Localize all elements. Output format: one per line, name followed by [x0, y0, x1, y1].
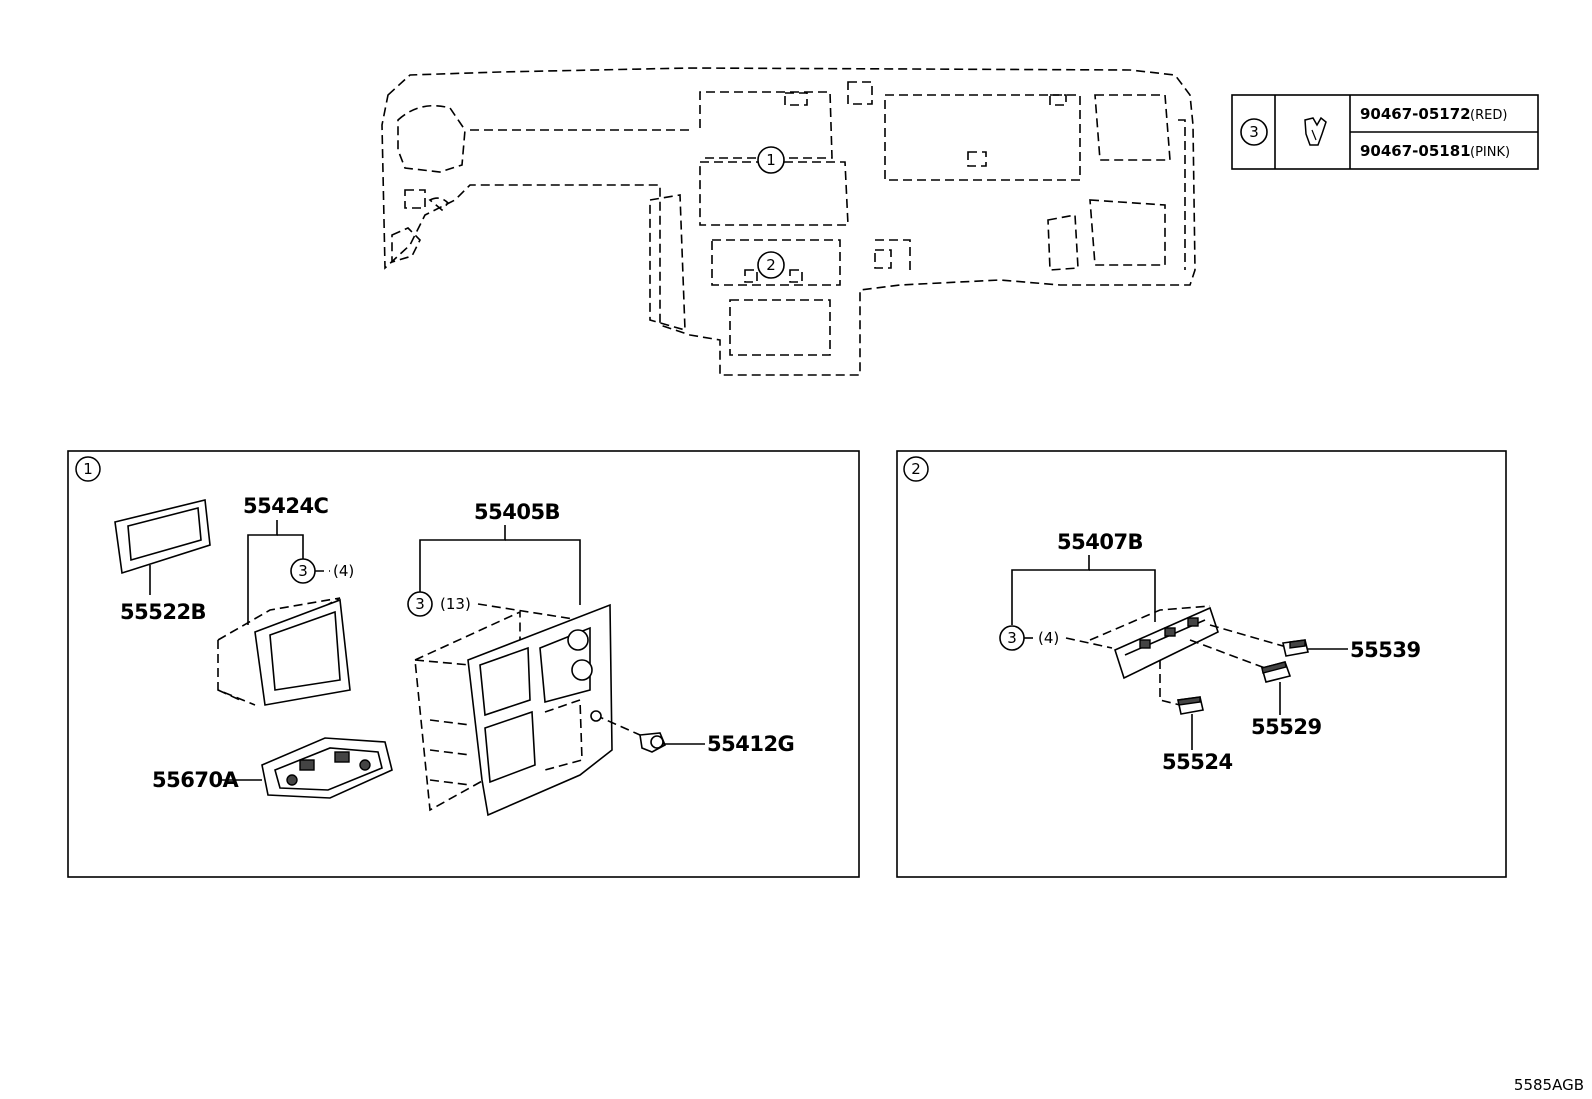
legend-part-number-2: 90467-05181: [1360, 142, 1471, 160]
detail-panel-2: 2 55407B 3 (4) 55539: [896, 450, 1507, 878]
part-55407B-drawing: [1089, 605, 1291, 706]
part-55522B-label: 55522B: [120, 600, 206, 624]
part-55424C-label: 55424C: [243, 494, 329, 518]
legend-part-color-2: (PINK): [1470, 145, 1510, 160]
part-55670A-label: 55670A: [152, 768, 240, 792]
part-55539-drawing: [1282, 639, 1309, 657]
svg-text:3: 3: [298, 562, 308, 580]
part-55524-label: 55524: [1162, 750, 1233, 774]
part-55405B-drawing: [414, 603, 613, 817]
svg-text:3: 3: [415, 595, 425, 613]
part-55529-drawing: [1261, 661, 1292, 683]
detail-panel-1: 1 55522B 55424C 3 (4): [67, 450, 860, 878]
clip-ref-2a: 3 (4): [999, 625, 1113, 651]
part-55405B-label: 55405B: [474, 500, 560, 524]
callout-2-circle: 2: [757, 251, 785, 279]
part-55529-label: 55529: [1251, 715, 1322, 739]
svg-text:3: 3: [1249, 123, 1259, 141]
part-55407B-label: 55407B: [1057, 530, 1143, 554]
panel-1-label: 1: [75, 456, 101, 482]
clip-ref-1b: 3 (13): [407, 591, 581, 621]
clip-ref-1a: 3 (4): [290, 558, 354, 584]
clip-legend-table: 3 90467-05172 (RED) 90467-05181 (PINK): [1231, 94, 1539, 170]
svg-text:(4): (4): [333, 562, 354, 580]
panel-2-label: 2: [903, 456, 929, 482]
diagram-code: 5585AGB: [1514, 1076, 1584, 1094]
part-55524-drawing: [1177, 696, 1204, 715]
svg-text:2: 2: [766, 256, 776, 274]
part-55412G-label: 55412G: [707, 732, 794, 756]
svg-text:2: 2: [911, 460, 921, 478]
legend-ref-circle: 3: [1240, 118, 1268, 146]
legend-part-number-1: 90467-05172: [1360, 105, 1471, 123]
legend-part-color-1: (RED): [1470, 108, 1507, 123]
svg-text:(13): (13): [440, 595, 471, 613]
part-55522B-drawing: [114, 499, 211, 595]
clip-icon: [1304, 116, 1327, 146]
part-55670A-drawing: [261, 737, 393, 799]
part-55539-label: 55539: [1350, 638, 1421, 662]
svg-text:(4): (4): [1038, 629, 1059, 647]
part-55412G-drawing: [590, 710, 667, 753]
svg-text:1: 1: [83, 460, 93, 478]
svg-text:1: 1: [766, 151, 776, 169]
part-55424C-drawing: [217, 597, 351, 706]
dashboard-overview: 1 2: [381, 67, 1196, 376]
callout-1-circle: 1: [757, 146, 785, 174]
svg-text:3: 3: [1007, 629, 1017, 647]
